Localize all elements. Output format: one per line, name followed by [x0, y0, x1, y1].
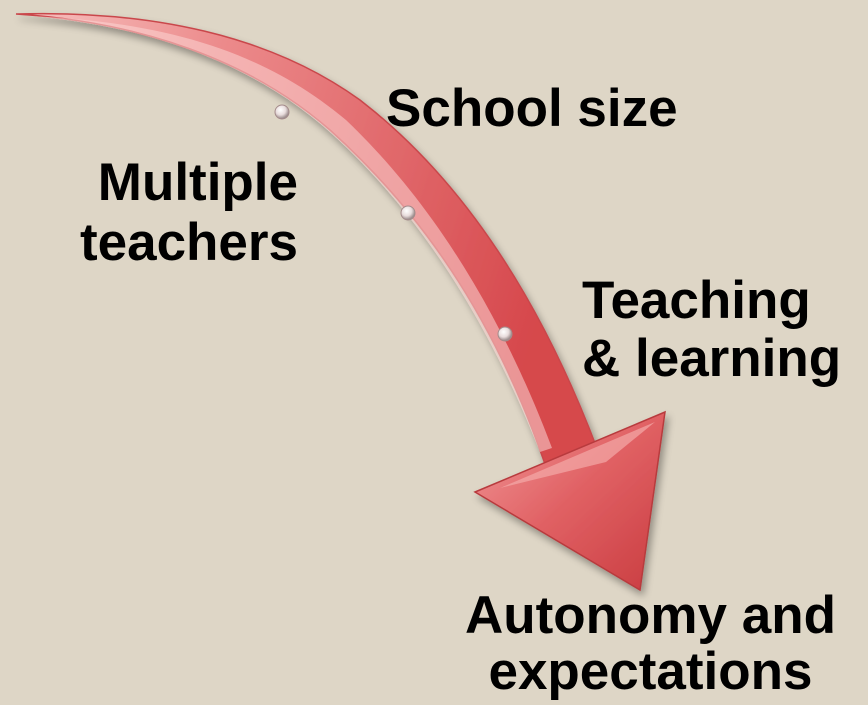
arrow-dot-1: [274, 104, 290, 120]
label-school-size: School size: [386, 79, 678, 138]
label-teaching-learning: Teaching & learning: [582, 271, 842, 388]
arrow-head-highlight: [500, 422, 655, 488]
arrow-head: [473, 410, 666, 592]
arrow-dot-2: [400, 205, 416, 221]
label-autonomy-expectations: Autonomy and expectations: [465, 586, 836, 701]
label-multiple-teachers: Multiple teachers: [79, 153, 298, 272]
arrow-dot-3: [497, 326, 513, 342]
